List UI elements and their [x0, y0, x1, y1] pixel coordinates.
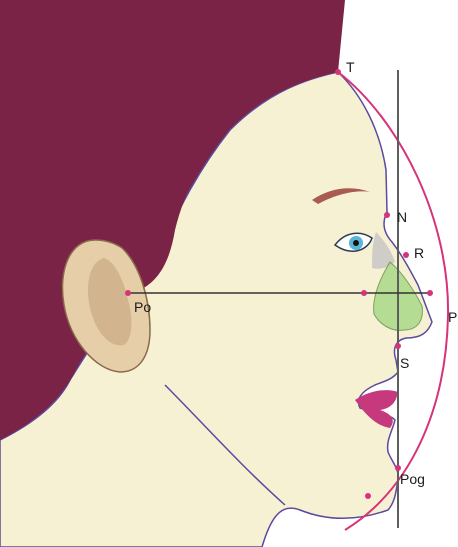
point-po: [125, 290, 131, 296]
point-n: [384, 212, 390, 218]
point-neck: [365, 493, 371, 499]
label-r: R: [414, 245, 424, 261]
point-sn: [395, 343, 401, 349]
label-t: T: [346, 59, 355, 75]
point-r: [403, 252, 409, 258]
label-p: P: [448, 309, 457, 325]
label-s: S: [400, 355, 409, 371]
point-mid: [361, 290, 367, 296]
label-po: Po: [134, 299, 151, 315]
point-p: [427, 290, 433, 296]
label-n: N: [397, 209, 407, 225]
label-pog: Pog: [400, 471, 425, 487]
point-t: [335, 69, 341, 75]
